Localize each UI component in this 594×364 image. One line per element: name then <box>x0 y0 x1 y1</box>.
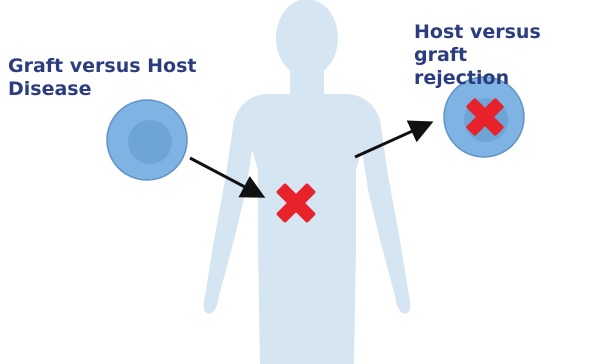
graft-rejection-x-icon <box>466 98 504 136</box>
donor-cell-nucleus <box>128 120 172 164</box>
hvg-label-line1: Host versus graft <box>414 21 541 66</box>
silhouette-body <box>203 94 411 364</box>
silhouette-neck <box>290 68 324 94</box>
gvhd-label-line1: Graft versus Host <box>8 55 197 77</box>
host-attack-x-icon <box>276 183 316 223</box>
hvg-label-line2: rejection <box>414 67 510 89</box>
hvg-label: Host versus graft rejection <box>414 21 594 90</box>
gvhd-label-line2: Disease <box>8 78 92 100</box>
arrow-to-graft-icon <box>354 120 434 159</box>
human-body-silhouette <box>203 0 411 364</box>
gvhd-label: Graft versus Host Disease <box>8 55 197 101</box>
donor-cell-icon <box>106 99 188 181</box>
silhouette-head <box>276 0 338 77</box>
arrow-to-host-icon <box>189 156 266 198</box>
